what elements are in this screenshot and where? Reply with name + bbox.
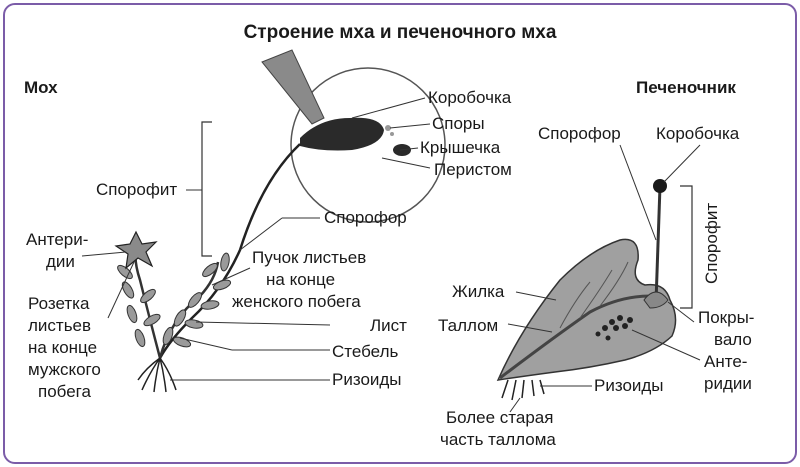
liverwort-label-cover-1: Покры-: [698, 308, 755, 327]
moss-label-capsule: Коробочка: [428, 88, 512, 107]
moss-label-spores: Споры: [432, 114, 485, 133]
liverwort-label-antheridia-1: Анте-: [704, 352, 748, 371]
diagram-title: Строение мха и печеночного мха: [243, 22, 557, 43]
liverwort-sporophyte-bracket: [680, 185, 693, 309]
moss-label-rhizoids: Ризоиды: [332, 370, 402, 389]
liverwort-cover: [643, 291, 669, 309]
liverwort-label-rhizoids: Ризоиды: [594, 376, 664, 395]
liverwort-label-cover-2: вало: [714, 330, 752, 349]
moss-label-bunch-3: женского побега: [232, 292, 361, 311]
liverwort-label-sporophyte: Спорофит: [702, 202, 721, 284]
moss-label-peristome: Перистом: [434, 160, 512, 179]
moss-label-antheridia-1: Антери-: [26, 230, 89, 249]
liverwort-heading: Печеночник: [636, 78, 736, 97]
moss-label-rosette-5: побега: [38, 382, 91, 401]
liverwort-vein: [499, 294, 651, 380]
moss-label-bunch-1: Пучок листьев: [252, 248, 367, 267]
moss-rosette: [114, 230, 158, 270]
moss-label-leaf: Лист: [370, 316, 407, 335]
liverwort-label-older-1: Более старая: [446, 408, 554, 427]
moss-label-rosette-3: на конце: [28, 338, 98, 357]
moss-rhizoids: [137, 357, 177, 393]
liverwort-leader-lines: [507, 144, 701, 413]
liverwort-capsule: [653, 179, 667, 193]
moss-heading: Мох: [24, 78, 58, 97]
moss-sporophore: [158, 143, 301, 359]
moss-leaves: [117, 252, 232, 348]
liverwort-rhizoids: [501, 379, 545, 401]
liverwort-label-vein: Жилка: [452, 282, 505, 301]
moss-label-stem: Стебель: [332, 342, 399, 361]
liverwort-sporophore: [654, 185, 662, 303]
lens-pointer: [261, 49, 325, 125]
moss-leader-lines: [81, 97, 431, 381]
moss-label-antheridia-2: дии: [46, 252, 75, 271]
moss-label-bunch-2: на конце: [266, 270, 336, 289]
moss-spores: [385, 125, 391, 131]
moss-label-lid: Крышечка: [420, 138, 501, 157]
liverwort-label-capsule: Коробочка: [656, 124, 740, 143]
liverwort-label-sporophore: Спорофор: [538, 124, 621, 143]
moss-label-rosette-4: мужского: [28, 360, 101, 379]
liverwort-label-antheridia-2: ридии: [704, 374, 752, 393]
moss-label-rosette-1: Розетка: [28, 294, 90, 313]
moss-label-rosette-2: листьев: [28, 316, 92, 335]
liverwort-label-older-2: часть таллома: [440, 430, 556, 449]
sporophyte-bracket: [201, 121, 212, 257]
liverwort-antheridia: [595, 315, 633, 341]
moss-label-sporophore: Спорофор: [324, 208, 407, 227]
moss-capsule: [300, 117, 384, 151]
liverwort-label-thallus: Таллом: [438, 316, 499, 335]
moss-label-sporophyte: Спорофит: [96, 180, 178, 199]
